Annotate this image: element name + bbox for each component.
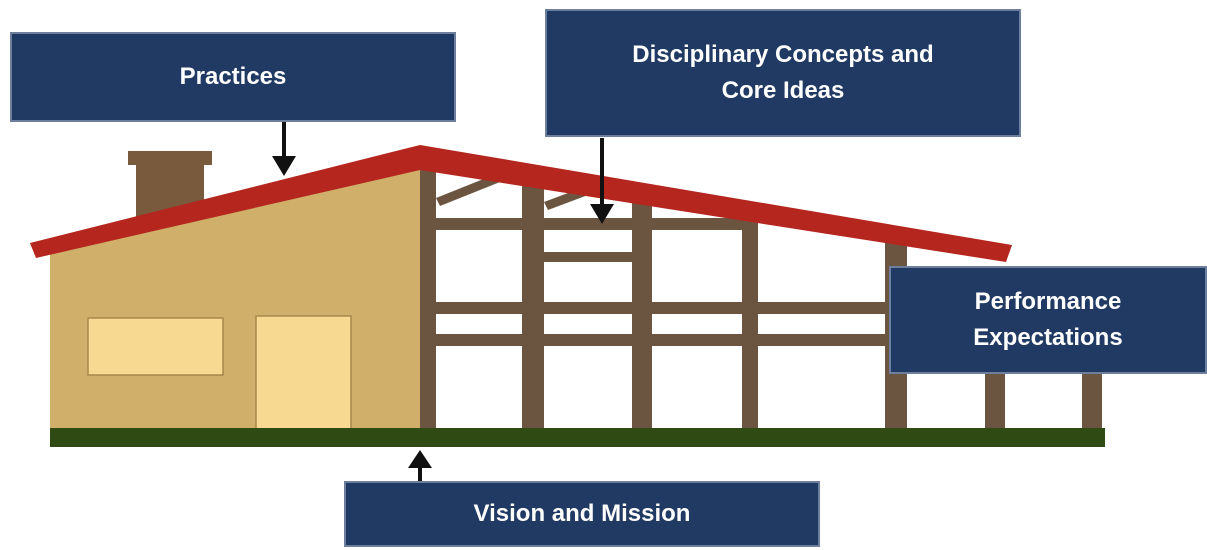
chimney-cap — [128, 151, 212, 165]
arrow-disciplinary-head — [590, 204, 614, 224]
performance-label-line2: Expectations — [973, 324, 1123, 351]
practices-label: Practices — [179, 63, 287, 90]
ground — [50, 428, 1105, 447]
arrows — [272, 122, 614, 482]
vision-label: Vision and Mission — [473, 500, 691, 527]
performance-label-line1: Performance — [974, 288, 1122, 315]
door — [255, 315, 352, 432]
roof — [30, 145, 1012, 262]
window — [87, 317, 224, 376]
arrow-practices-head — [272, 156, 296, 176]
arrow-vision-head — [408, 450, 432, 468]
disciplinary-label-line1: Disciplinary Concepts and — [632, 41, 934, 68]
performance-label-box: Performance Expectations — [889, 266, 1207, 374]
practices-label-box: Practices — [10, 32, 456, 122]
vision-label-box: Vision and Mission — [344, 481, 820, 547]
disciplinary-label-box: Disciplinary Concepts and Core Ideas — [545, 9, 1021, 137]
disciplinary-label-line2: Core Ideas — [721, 77, 845, 104]
